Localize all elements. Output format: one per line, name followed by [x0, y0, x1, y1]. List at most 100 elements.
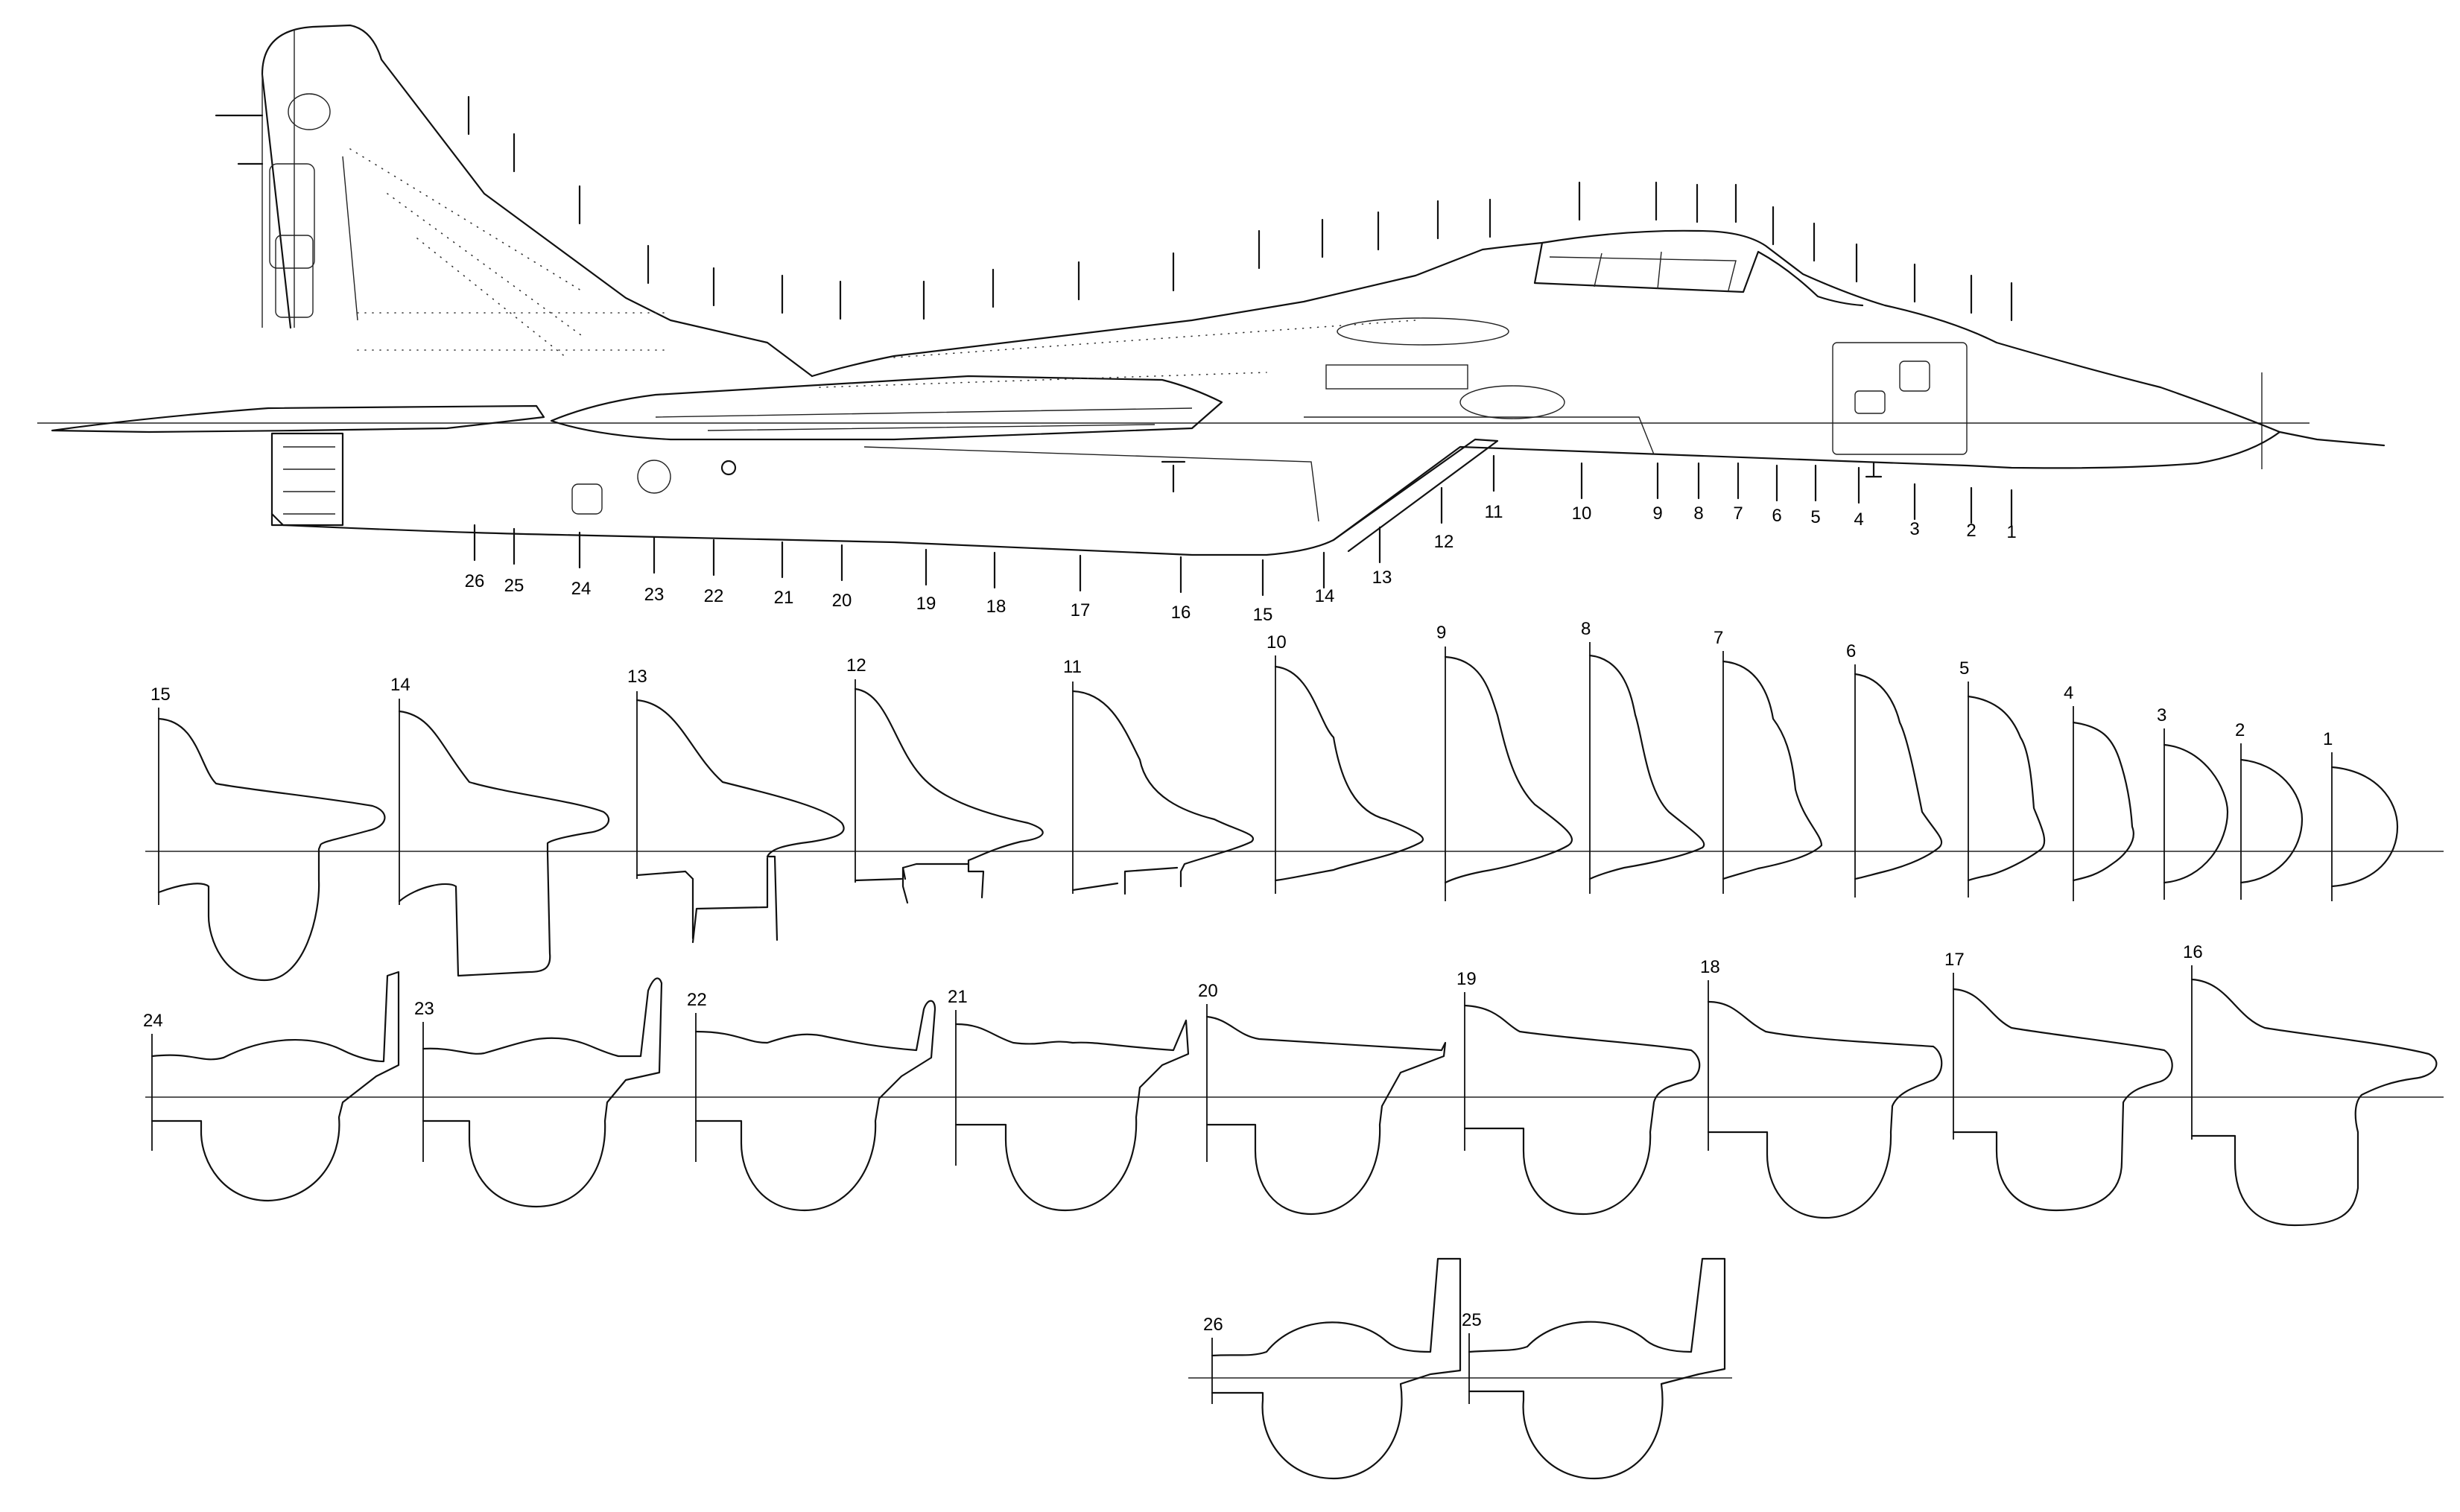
equipment-bay-panels [1325, 364, 1468, 390]
section-label-21: 21 [948, 987, 968, 1007]
cross-section-5: 5 [1959, 658, 2046, 898]
fin-rudder-line [261, 30, 358, 328]
section-label-19: 19 [1456, 969, 1477, 989]
vertical-fin [261, 24, 814, 378]
section-label-16: 16 [2183, 942, 2203, 962]
section-row-forward: 15 14 13 12 11 10 [145, 619, 2444, 982]
cross-section-3: 3 [2157, 705, 2229, 900]
fin-antenna [215, 114, 264, 165]
cross-section-4: 4 [2064, 683, 2134, 901]
station-label-7: 7 [1733, 504, 1743, 524]
nose-panel [1832, 342, 1968, 455]
station-label-22: 22 [704, 586, 724, 606]
section-label-11: 11 [1063, 657, 1082, 677]
cross-section-19: 19 [1456, 969, 1701, 1216]
station-label-17: 17 [1071, 600, 1091, 620]
fuselage-hatch-round [637, 460, 671, 494]
fin-cap-light [288, 93, 331, 130]
section-label-24: 24 [143, 1011, 163, 1031]
cross-section-1: 1 [2323, 729, 2399, 901]
station-label-1: 1 [2006, 522, 2016, 542]
section-label-1: 1 [2323, 729, 2333, 749]
pitot-probe [2278, 431, 2385, 447]
station-label-18: 18 [986, 597, 1006, 617]
station-label-20: 20 [832, 591, 852, 611]
station-label-5: 5 [1810, 507, 1820, 527]
section-label-4: 4 [2064, 683, 2073, 703]
section-label-5: 5 [1959, 658, 1969, 679]
station-label-9: 9 [1652, 504, 1662, 524]
rudder-panel [269, 163, 315, 269]
rudder-panel-lower [275, 235, 314, 318]
station-label-24: 24 [571, 579, 592, 599]
section-label-13: 13 [627, 667, 647, 687]
cross-section-18: 18 [1700, 957, 1943, 1219]
side-profile-view: 26 25 24 23 22 21 20 19 18 17 16 15 14 1… [37, 24, 2385, 625]
section-row-middle: 24 23 22 21 20 19 [143, 942, 2444, 1227]
cross-section-2: 2 [2235, 720, 2304, 900]
cross-section-21: 21 [948, 987, 1190, 1212]
section-row-rear: 26 25 [1188, 1257, 1732, 1480]
nozzle-petals [283, 446, 335, 515]
nose-gear-hinge [1865, 462, 1883, 478]
section-label-8: 8 [1581, 619, 1591, 639]
station-label-26: 26 [465, 571, 485, 591]
station-label-6: 6 [1772, 506, 1781, 526]
section-label-17: 17 [1944, 950, 1965, 970]
section-label-22: 22 [687, 990, 707, 1010]
station-label-23: 23 [644, 585, 665, 605]
cross-section-6: 6 [1846, 641, 1943, 898]
wing-flap-lines [655, 407, 1193, 431]
nose-access-hatch [1899, 360, 1930, 392]
cross-section-9: 9 [1436, 623, 1573, 901]
cross-section-12: 12 [846, 655, 1044, 904]
section-label-15: 15 [150, 684, 171, 705]
section-label-6: 6 [1846, 641, 1856, 661]
wing [550, 375, 1223, 441]
cross-section-22: 22 [687, 990, 936, 1212]
station-label-15: 15 [1253, 605, 1273, 625]
section-label-2: 2 [2235, 720, 2245, 740]
cross-section-23: 23 [414, 977, 663, 1208]
cross-section-16: 16 [2183, 942, 2438, 1227]
cross-section-17: 17 [1944, 950, 2173, 1212]
intake-ramp [1332, 438, 1499, 553]
station-label-14: 14 [1315, 586, 1335, 606]
nacelle-lines [863, 416, 1655, 522]
section-label-12: 12 [846, 655, 866, 676]
station-label-25: 25 [504, 576, 524, 596]
dorsal-panel [1337, 317, 1509, 346]
station-label-3: 3 [1909, 519, 1919, 539]
cross-section-25: 25 [1462, 1257, 1726, 1480]
station-label-13: 13 [1372, 568, 1392, 588]
cross-section-20: 20 [1198, 981, 1447, 1216]
section-label-26: 26 [1203, 1315, 1223, 1335]
station-label-11: 11 [1485, 502, 1503, 522]
station-ticks-upper [467, 95, 2013, 322]
station-label-10: 10 [1572, 504, 1592, 524]
section-label-20: 20 [1198, 981, 1218, 1001]
cross-section-14: 14 [390, 675, 609, 977]
cross-section-11: 11 [1063, 657, 1255, 895]
section-label-18: 18 [1700, 957, 1720, 977]
canopy [1533, 241, 1864, 307]
fin-rivet-lines [349, 148, 582, 358]
cross-section-15: 15 [150, 684, 386, 982]
section-label-14: 14 [390, 675, 410, 695]
cross-section-7: 7 [1714, 628, 1823, 894]
station-ticks-lower [473, 454, 2013, 597]
fuselage-fitting [720, 460, 737, 476]
fuselage-hatch-rear [571, 483, 603, 515]
cross-section-10: 10 [1267, 632, 1424, 894]
station-label-19: 19 [916, 594, 936, 614]
cross-section-24: 24 [143, 971, 400, 1202]
main-gear-hinge [1161, 460, 1186, 493]
fuselage-fairing [1459, 385, 1565, 419]
station-label-21: 21 [774, 588, 794, 608]
upper-fuselage [811, 229, 2281, 433]
section-label-9: 9 [1436, 623, 1446, 643]
section-label-7: 7 [1714, 628, 1723, 648]
lower-fuselage [270, 431, 2281, 556]
cross-section-8: 8 [1581, 619, 1705, 894]
engine-nozzle [270, 432, 344, 527]
